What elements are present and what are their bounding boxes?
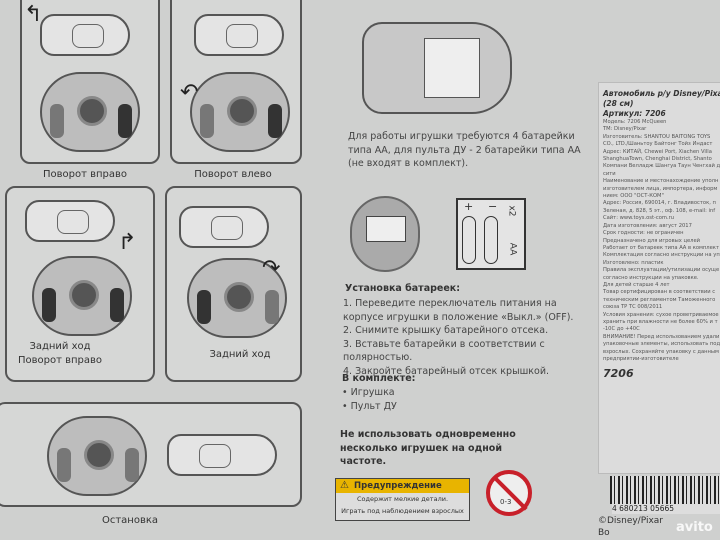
- remote-drawing: [190, 72, 290, 152]
- remote-drawing: [32, 256, 132, 336]
- kit-list: • Игрушка • Пульт ДУ: [342, 387, 397, 412]
- panel-reverse-right: [5, 186, 155, 382]
- label-line: Изготовлено: пластик: [603, 259, 664, 266]
- label-line: нием: ООО "ОСТ-КОМ": [603, 193, 664, 200]
- label-line: упаковочные элементы, использовать под: [603, 341, 720, 348]
- remote-drawing: [47, 416, 147, 496]
- label-line: Модель: 7206 McQueen: [603, 119, 667, 125]
- footer-partial: Во: [598, 528, 610, 538]
- label-line: изготовителем лица, импортера, информ: [603, 185, 718, 192]
- car-battery-diagram: [362, 22, 512, 114]
- arrow-icon: ↶: [180, 80, 199, 105]
- install-title: Установка батареек:: [345, 283, 461, 294]
- label-line: Изготовитель: SHANTOU BAITONG TOYS: [603, 133, 711, 140]
- label-line: Наименование и местонахождение уполн: [603, 178, 719, 185]
- label-line: Адрес: Россия, 690014, г. Владивосток, п: [603, 200, 716, 207]
- label-line: Для детей старше 4 лет: [603, 281, 670, 288]
- label-line: Товар сертифицирован в соответствии с: [603, 289, 716, 296]
- install-steps: 1. Переведите переключатель питания на к…: [343, 298, 574, 377]
- barcode: [610, 476, 720, 504]
- watermark: avito: [676, 520, 713, 535]
- arrow-icon: ↷: [262, 256, 281, 281]
- product-label: Автомобиль р/у Disney/Pixar "Молния (28 …: [598, 82, 720, 474]
- panel-turn-left: [170, 0, 302, 164]
- label-line: Адрес: КИТАЙ, Chewei Port, Xiachen Villa: [603, 148, 712, 155]
- label-line: предприятии-изготовителе: [603, 356, 679, 362]
- label-line: Срок годности: не ограничен: [603, 230, 684, 237]
- label-line: сити: [603, 170, 616, 177]
- kit-title: В комплекте:: [342, 373, 416, 384]
- label-line: хранить при влажности не более 60% и т: [603, 318, 718, 325]
- age-restriction-icon: 0-3: [486, 470, 532, 516]
- arrow-icon: ↰: [24, 2, 43, 27]
- panel-stop: [0, 402, 302, 507]
- label-reverse-right: Задний ход Поворот вправо: [17, 341, 103, 366]
- label-line: Работает от батареек типа АА в комплект: [603, 244, 719, 251]
- car-drawing: [179, 206, 269, 248]
- panel-turn-right: [20, 0, 160, 164]
- remote-drawing: [40, 72, 140, 152]
- car-drawing: [167, 434, 277, 476]
- label-line: взрослых. Сохраняйте упаковку с данным: [603, 348, 719, 355]
- warning-sign: ⚠ Предупреждение Содержит мелкие детали.…: [335, 478, 470, 521]
- car-drawing: [194, 14, 284, 56]
- label-line: ТМ: Disney/Pixar: [603, 126, 647, 133]
- label-line: Предназначено для игровых целей: [603, 237, 701, 244]
- arrow-icon: ↱: [118, 230, 137, 255]
- remote-battery-diagram: [350, 196, 420, 272]
- warning-triangle-icon: ⚠: [340, 480, 349, 491]
- label-line: ShanghuaTown, Chenghai District, Shanto: [603, 156, 712, 163]
- label-line: Условия хранения: сухое проветриваемое: [603, 311, 719, 318]
- label-turn-left: Поворот влево: [194, 169, 272, 180]
- car-drawing: [25, 200, 115, 242]
- panel-reverse: [165, 186, 302, 382]
- label-line: согласно инструкции на упаковке.: [603, 274, 699, 281]
- label-line: CO., LTD./Шаньтоу Байтонг Тойз Индаст: [603, 141, 713, 148]
- label-line: -10С до +40С: [603, 326, 640, 333]
- label-stop: Остановка: [101, 515, 159, 526]
- label-line: ВНИМАНИЕ! Перед использованием удали: [603, 333, 720, 340]
- label-line: Правила эксплуатации/утилизации осуще: [603, 267, 720, 274]
- label-turn-right: Поворот вправо: [42, 169, 128, 180]
- car-drawing: [40, 14, 130, 56]
- label-line: Зеленая, д. 828, 5 эт., оф. 108, e-mail:…: [603, 207, 716, 214]
- label-line: Сайт: www.toys.ost-com.ru: [603, 215, 675, 222]
- frequency-warning: Не использовать одновременно несколько и…: [340, 429, 516, 467]
- copyright: ©Disney/Pixar: [598, 516, 663, 526]
- label-line: Комплектация согласно инструкции на уп: [603, 252, 720, 259]
- label-line: Компани Велладж Шангуа Таун Ченгхай д: [603, 163, 720, 170]
- barcode-digits: 4 680213 05665: [612, 504, 720, 514]
- battery-intro: Для работы игрушки требуются 4 батарейки…: [348, 131, 581, 169]
- battery-polarity-diagram: +− x2 AA: [456, 198, 526, 270]
- label-line: Дата изготовления: август 2017: [603, 222, 692, 229]
- remote-drawing: [187, 258, 287, 338]
- label-reverse: Задний ход: [209, 349, 271, 360]
- label-line: техническим регламентом Таможенного: [603, 296, 716, 303]
- label-line: союза ТР ТС 008/2011: [603, 304, 663, 311]
